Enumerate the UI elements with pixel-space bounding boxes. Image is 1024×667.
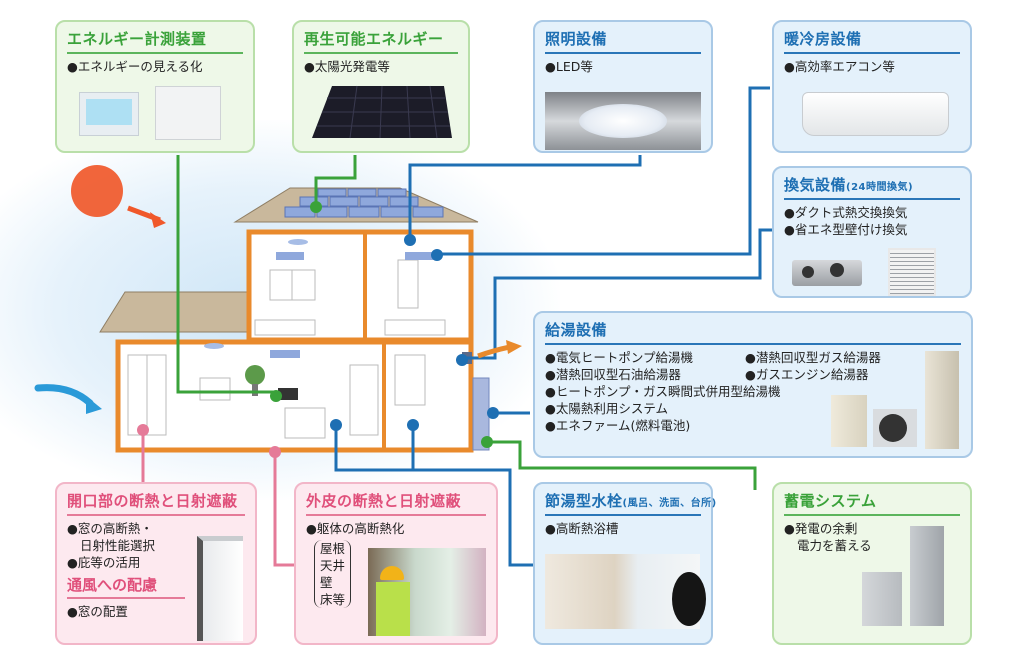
card-title: エネルギー計測装置 xyxy=(67,28,243,54)
insulation-parts-list: 屋根 天井 壁 床等 xyxy=(314,540,352,608)
upper-light-1 xyxy=(288,239,308,245)
card-energy-meter: エネルギー計測装置 ●エネルギーの見える化 xyxy=(55,20,255,153)
card-item: ●高断熱浴槽 xyxy=(545,521,619,536)
card-title-note: (24時間換気) xyxy=(846,182,914,193)
plant-icon xyxy=(245,365,265,385)
card-ventilation: 換気設備(24時間換気) ●ダクト式熱交換換気 ●省エネ型壁付け換気 xyxy=(772,166,972,298)
card-lighting: 照明設備 ●LED等 xyxy=(533,20,713,153)
card-item: 電力を蓄える xyxy=(797,538,872,553)
energy-monitor-image xyxy=(79,92,139,136)
card-item: ●太陽光発電等 xyxy=(304,59,390,74)
hot-water-row: ●潜熱回収型石油給湯器 ●ガスエンジン給湯器 xyxy=(545,366,961,383)
upper-ac-1 xyxy=(276,252,304,260)
pink-nodes xyxy=(137,424,281,458)
wind-arrow-outside xyxy=(34,384,94,407)
card-water-saving-faucet: 節湯型水栓(風呂、洗面、台所) ●高断熱浴槽 xyxy=(533,482,716,645)
lower-ac xyxy=(270,350,300,358)
card-title: 暖冷房設備 xyxy=(784,28,960,54)
heat-pump-unit-image xyxy=(873,409,917,447)
interior-sketch xyxy=(127,259,446,439)
green-connectors xyxy=(176,155,757,490)
card-title-main: 節湯型水栓 xyxy=(545,492,623,510)
card-title: 蓄電システム xyxy=(784,490,960,516)
card-title: 照明設備 xyxy=(545,28,701,54)
part-item: 壁 xyxy=(320,575,333,590)
duct-ventilator-image xyxy=(792,260,862,286)
blue-nodes xyxy=(330,234,499,431)
card-item: ●省エネ型壁付け換気 xyxy=(784,222,908,237)
card-item: ●発電の余剰 xyxy=(784,521,858,536)
wall-ventilator-image xyxy=(888,248,936,296)
gas-heater-image xyxy=(831,395,867,447)
card-item: ●躯体の高断熱化 xyxy=(306,521,405,536)
lower-light xyxy=(204,343,224,349)
hot-water-row: ●電気ヒートポンプ給湯機 ●潜熱回収型ガス給湯器 xyxy=(545,349,961,366)
card-title: 換気設備(24時間換気) xyxy=(784,174,960,200)
window-frame-image xyxy=(197,536,243,641)
part-item: 床等 xyxy=(320,592,346,607)
battery-unit-small-image xyxy=(862,572,902,626)
sun-icon xyxy=(71,165,123,217)
card-item: ●潜熱回収型ガス給湯器 xyxy=(745,350,881,365)
card-item: ●庇等の活用 xyxy=(67,555,141,570)
card-title-note: (風呂、洗面、台所) xyxy=(622,498,717,509)
distribution-panel-image xyxy=(155,86,221,140)
pink-connectors xyxy=(141,430,295,567)
card-title: 再生可能エネルギー xyxy=(304,28,458,54)
card-envelope-insulation: 外皮の断熱と日射遮蔽 ●躯体の高断熱化 屋根 天井 壁 床等 xyxy=(294,482,498,645)
card-item: ●ダクト式熱交換換気 xyxy=(784,205,908,220)
card-item: ●窓の配置 xyxy=(67,604,128,619)
card-hvac: 暖冷房設備 ●高効率エアコン等 xyxy=(772,20,972,153)
card-item: ●電気ヒートポンプ給湯機 xyxy=(545,350,694,365)
card-item: ●エネファーム(燃料電池) xyxy=(545,418,691,433)
blue-connectors xyxy=(334,86,775,567)
annex-roof xyxy=(99,291,251,333)
card-item: ●太陽熱利用システム xyxy=(545,401,669,416)
card-item: ●潜熱回収型石油給湯器 xyxy=(545,367,681,382)
energy-monitor-device xyxy=(278,388,298,400)
upper-floor xyxy=(246,229,474,343)
green-nodes xyxy=(270,201,493,448)
sun-arrow-head xyxy=(150,212,166,228)
card-item: ●LED等 xyxy=(545,59,593,74)
card-battery-storage: 蓄電システム ●発電の余剰 電力を蓄える xyxy=(772,482,972,645)
card-item: ●エネルギーの見える化 xyxy=(67,59,203,74)
card-title-main: 換気設備 xyxy=(784,176,847,194)
card-item: ●ガスエンジン給湯器 xyxy=(745,367,869,382)
insulation-work-photo xyxy=(368,548,486,636)
ceiling-light-image xyxy=(545,92,701,150)
card-title: 開口部の断熱と日射遮蔽 xyxy=(67,490,245,516)
card-hot-water: 給湯設備 ●電気ヒートポンプ給湯機 ●潜熱回収型ガス給湯器 ●潜熱回収型石油給湯… xyxy=(533,311,973,458)
bathroom-kitchen-photo xyxy=(545,554,706,629)
battery-unit-tall-image xyxy=(910,526,944,626)
card-item: 日射性能選択 xyxy=(80,538,156,553)
plant-pot xyxy=(252,384,258,396)
card-item: ●窓の高断熱・ xyxy=(67,521,153,536)
air-conditioner-image xyxy=(802,92,949,136)
card-title: 給湯設備 xyxy=(545,319,961,345)
card-subtitle: 通風への配慮 xyxy=(67,574,185,599)
part-item: 天井 xyxy=(320,558,346,573)
card-opening-insulation: 開口部の断熱と日射遮蔽 ●窓の高断熱・ 日射性能選択 ●庇等の活用 通風への配慮… xyxy=(55,482,257,645)
card-item: ●ヒートポンプ・ガス瞬間式併用型給湯機 xyxy=(545,384,781,399)
card-renewable-energy: 再生可能エネルギー ●太陽光発電等 xyxy=(292,20,470,153)
part-item: 屋根 xyxy=(320,541,346,556)
wind-arrow-head-outside xyxy=(86,396,102,414)
card-item: ●高効率エアコン等 xyxy=(784,59,895,74)
card-title: 節湯型水栓(風呂、洗面、台所) xyxy=(545,490,716,516)
card-title: 外皮の断熱と日射遮蔽 xyxy=(306,490,486,516)
upper-ac-2 xyxy=(405,252,435,260)
solar-panel-image xyxy=(312,85,452,139)
storage-tank-image xyxy=(925,351,959,449)
exhaust-arrow-head xyxy=(506,340,522,354)
